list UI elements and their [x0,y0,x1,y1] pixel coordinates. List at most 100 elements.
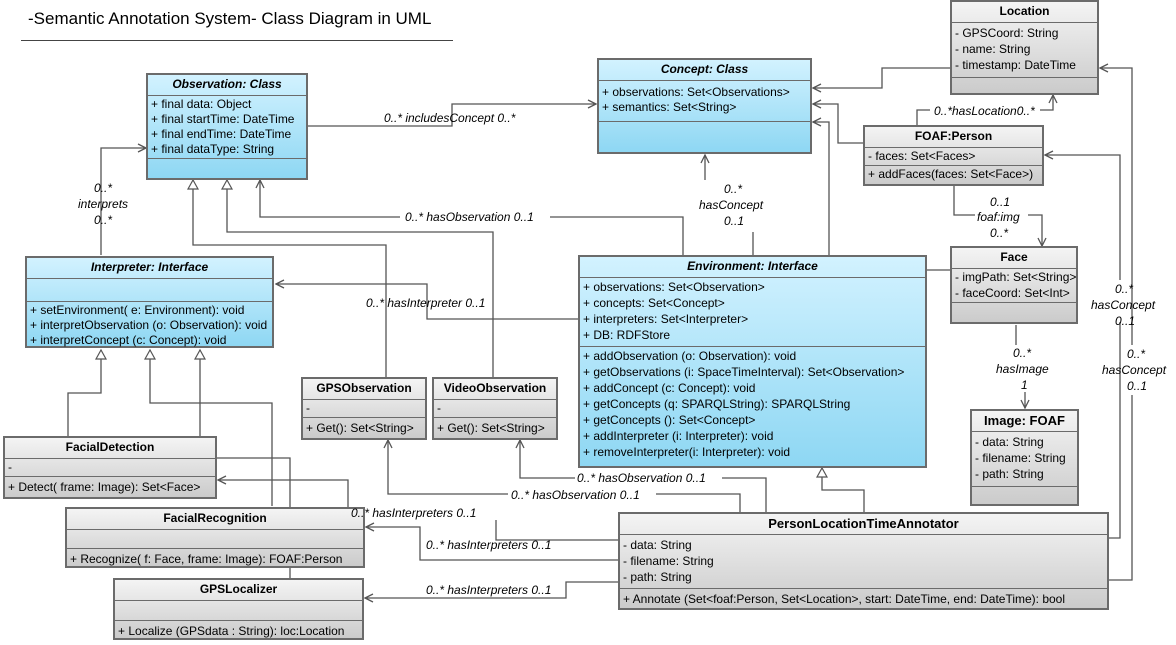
attribute [70,531,360,545]
operation: + addFaces(faces: Set<Face>) [868,167,1034,181]
class-gps-localizer[interactable]: GPSLocalizer + Localize (GPSdata : Strin… [113,578,364,640]
operation: + Localize (GPSdata : String): loc:Locat… [118,624,345,638]
class-facial-recognition[interactable]: FacialRecognition + Recognize( f: Face, … [65,507,365,568]
label-has-concept-a-bottom: 0..1 [1115,314,1136,328]
operation: + addConcept (c: Concept): void [583,381,756,395]
label-has-image-top: 0..* [1013,346,1032,360]
attribute: + final data: Object [151,97,252,111]
edge-annotator-has-concept-b [1109,395,1133,581]
operation: + Get(): Set<String> [306,421,414,435]
attribute: - [437,401,441,415]
attribute: - faces: Set<Faces> [868,149,976,163]
edge-foaf-img [953,186,975,216]
class-face[interactable]: Face - imgPath: Set<String> - faceCoord:… [950,246,1078,324]
operation: + getObservations (i: SpaceTimeInterval)… [583,365,905,379]
label-has-concept-b-bottom: 0..1 [1127,379,1148,393]
edge-env-concept-right [813,122,830,255]
operations: + setEnvironment( e: Environment): void … [27,302,272,349]
operation: + Get(): Set<String> [437,421,545,435]
edge-videoobservation-observation [227,180,494,377]
label-env-has-concept-bottom: 0..1 [724,214,745,228]
edge-interprets [100,148,146,255]
class-foaf-person[interactable]: FOAF:Person - faces: Set<Faces> + addFac… [863,125,1044,186]
operations [952,303,1076,322]
class-image-foaf[interactable]: Image: FOAF - data: String - filename: S… [970,409,1079,506]
label-env-has-concept-top: 0..* [724,182,743,196]
label-has-interpreters-3: 0..* hasInterpreters 0..1 [426,583,552,597]
operation: + getConcepts (): Set<Concept> [583,413,756,427]
label-has-observation-gps: 0..* hasObservation 0..1 [511,488,640,502]
edge-gpsobservation-observation [193,180,387,377]
attribute: + observations: Set<Observations> [602,85,790,99]
label-env-has-observation: 0..* hasObservation 0..1 [405,210,534,224]
class-person-location-time-annotator[interactable]: PersonLocationTimeAnnotator - data: Stri… [618,512,1109,610]
edge-facialdetection-interpreter [67,350,101,436]
attributes: - [5,459,215,477]
attribute: - timestamp: DateTime [955,58,1076,72]
attributes: - [434,400,556,418]
class-facial-detection[interactable]: FacialDetection - + Detect( frame: Image… [3,436,217,499]
label-includes-concept: 0..* includesConcept 0..* [384,111,516,125]
attributes [27,279,272,302]
attribute: - name: String [955,42,1031,56]
operation: + addInterpreter (i: Interpreter): void [583,429,774,443]
class-name: Interpreter: Interface [27,258,272,279]
interface-interpreter[interactable]: Interpreter: Interface + setEnvironment(… [25,256,274,348]
attribute: + interpreters: Set<Interpreter> [583,312,749,326]
class-location[interactable]: Location - GPSCoord: String - name: Stri… [950,0,1099,95]
label-interprets-multiplicity-bottom: 0..* [94,213,113,227]
label-has-concept-a: hasConcept [1091,298,1156,312]
edge-location-concept [813,67,950,88]
operations [972,487,1077,504]
attributes: + final data: Object + final startTime: … [148,96,306,159]
edge-person-concept [813,104,864,144]
label-has-image-bottom: 1 [1021,378,1028,392]
class-name: Image: FOAF [972,411,1077,432]
label-has-image: hasImage [996,362,1049,376]
class-name: GPSObservation [303,379,425,400]
attribute: - path: String [975,467,1044,481]
class-name: Face [952,248,1076,269]
operation: + removeInterpreter(i: Interpreter): voi… [583,445,791,459]
class-gps-observation[interactable]: GPSObservation - + Get(): Set<String> [301,377,427,440]
attribute: - path: String [623,570,692,584]
operations [599,122,810,152]
attribute: - [8,460,12,474]
edge-annotator-has-observation-gps [656,493,741,512]
attributes: - data: String - filename: String - path… [972,432,1077,487]
attributes [67,530,363,549]
operations: + Get(): Set<String> [434,418,556,438]
label-has-concept-b: hasConcept [1102,363,1167,377]
class-name: VideoObservation [434,379,556,400]
operation: + Annotate (Set<foaf:Person, Set<Locatio… [623,592,1066,606]
class-observation[interactable]: Observation: Class + final data: Object … [146,73,308,180]
attribute: - faceCoord: Set<Int> [955,286,1070,300]
label-interprets-multiplicity-top: 0..* [94,181,113,195]
attributes: - GPSCoord: String - name: String - time… [952,23,1097,78]
attributes: - faces: Set<Faces> [865,148,1042,166]
edge-annotator-has-observation-video [722,477,767,512]
operations: + Annotate (Set<foaf:Person, Set<Locatio… [620,589,1107,608]
edge-has-location [916,109,930,126]
edge-env-has-observation [550,216,684,255]
edge-annotator-has-interpreters-1 [495,520,619,541]
class-video-observation[interactable]: VideoObservation - + Get(): Set<String> [432,377,558,440]
label-env-has-interpreter: 0..* hasInterpreter 0..1 [366,296,486,310]
class-concept[interactable]: Concept: Class + observations: Set<Obser… [597,58,812,154]
attribute: + final startTime: DateTime [151,112,295,126]
title-underline [21,40,453,41]
label-has-location: 0..*hasLocation0..* [934,104,1035,118]
attributes [115,601,362,621]
operations: + Localize (GPSdata : String): loc:Locat… [115,621,362,640]
operations: + Get(): Set<String> [303,418,425,438]
class-name: Location [952,2,1097,23]
attribute: + observations: Set<Observation> [583,280,765,294]
edge-facialrecognition-interpreter [150,350,273,506]
attribute: - data: String [975,435,1044,449]
operations [148,159,306,178]
interface-environment[interactable]: Environment: Interface + observations: S… [578,255,927,468]
operations [952,78,1097,93]
class-name: PersonLocationTimeAnnotator [620,514,1107,535]
class-name: Environment: Interface [580,257,925,278]
edge-includes-concept [308,104,596,127]
